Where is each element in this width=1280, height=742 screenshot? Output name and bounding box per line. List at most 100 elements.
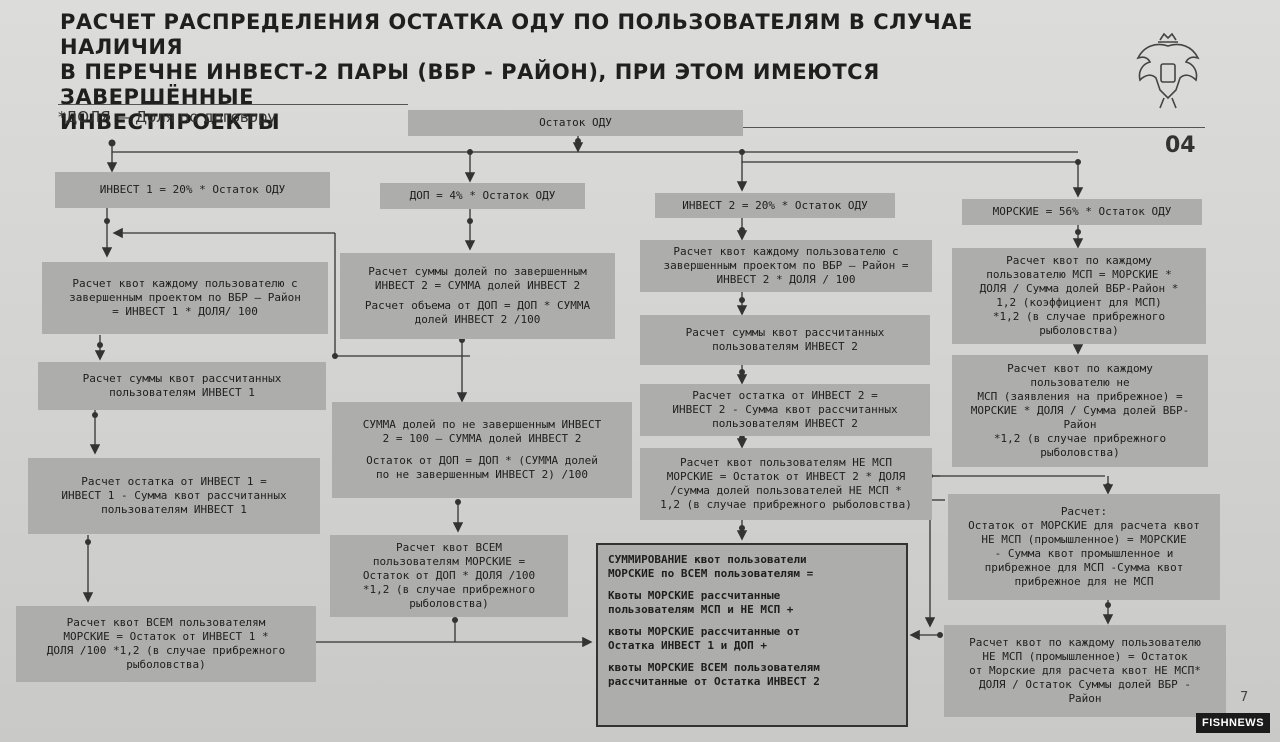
box-line: Расчет объема от ДОП = ДОП * СУММА bbox=[364, 299, 591, 312]
box-line: пользователям МОРСКИЕ = bbox=[372, 555, 526, 568]
box-line: 1,2 (коэффициент для МСП) bbox=[996, 296, 1162, 309]
box-line: ДОП = 4% * Остаток ОДУ bbox=[409, 189, 556, 202]
box-line: завершенным проектом по ВБР – Район bbox=[69, 291, 301, 304]
invest2-rest-box: Расчет остатка от ИНВЕСТ 2 = ИНВЕСТ 2 - … bbox=[640, 384, 930, 436]
box-line: от Морские для расчета квот НЕ МСП* bbox=[969, 664, 1201, 677]
box-line: МОРСКИЕ = Остаток от ИНВЕСТ 1 * bbox=[63, 630, 269, 643]
dop-sum-box: Расчет суммы долей по завершенным ИНВЕСТ… bbox=[340, 253, 615, 339]
box-line: пользователю МСП = МОРСКИЕ * bbox=[986, 268, 1172, 281]
title-underline bbox=[58, 104, 408, 105]
box-line: НЕ МСП (промышленное) = Остаток bbox=[982, 650, 1188, 663]
box-line: рыболовства) bbox=[409, 597, 489, 610]
box-line: пользователям ИНВЕСТ 2 bbox=[712, 417, 858, 430]
box-line: = ИНВЕСТ 1 * ДОЛЯ/ 100 bbox=[112, 305, 258, 318]
box-line: пользователям ИНВЕСТ 1 bbox=[101, 503, 247, 516]
invest1-sum-box: Расчет суммы квот рассчитанных пользоват… bbox=[38, 362, 326, 410]
box-line: МОРСКИЕ * ДОЛЯ / Сумма долей ВБР- bbox=[970, 404, 1190, 417]
coat-of-arms-icon bbox=[1136, 32, 1200, 109]
morskie-rest-box: Расчет: Остаток от МОРСКИЕ для расчета к… bbox=[948, 494, 1220, 600]
box-line: рыболовства) bbox=[1039, 324, 1119, 337]
box-line: ИНВЕСТ 2 = СУММА долей ИНВЕСТ 2 bbox=[374, 279, 581, 292]
morskie-box: МОРСКИЕ = 56% * Остаток ОДУ bbox=[962, 199, 1202, 225]
box-line: Расчет квот по каждому bbox=[1007, 362, 1153, 375]
box-line: Расчет квот по каждому bbox=[1006, 254, 1152, 267]
box-line: Расчет суммы квот рассчитанных bbox=[82, 372, 282, 385]
box-line: Расчет остатка от ИНВЕСТ 2 = bbox=[692, 389, 878, 402]
summary-paragraph: квоты МОРСКИЕ рассчитанные от Остатка ИН… bbox=[608, 625, 896, 653]
box-line: ИНВЕСТ 1 - Сумма квот рассчитанных bbox=[61, 489, 287, 502]
box-line: Район bbox=[1063, 418, 1097, 431]
title-line: В ПЕРЕЧНЕ ИНВЕСТ-2 ПАРЫ (ВБР - РАЙОН), П… bbox=[60, 60, 880, 109]
root-box: Остаток ОДУ bbox=[408, 110, 743, 136]
invest2-sum-box: Расчет суммы квот рассчитанных пользоват… bbox=[640, 315, 930, 365]
box-line: Остаток от МОРСКИЕ для расчета квот bbox=[968, 519, 1200, 532]
page-number: 04 bbox=[1165, 133, 1196, 158]
box-line: ИНВЕСТ 2 * ДОЛЯ / 100 bbox=[716, 273, 856, 286]
box-line: Расчет квот по каждому пользователю bbox=[969, 636, 1201, 649]
morskie-msp-box: Расчет квот по каждому пользователю МСП … bbox=[952, 248, 1206, 344]
box-line: 2 = 100 – СУММА долей ИНВЕСТ 2 bbox=[382, 432, 582, 445]
summary-line: рассчитанные от Остатка ИНВЕСТ 2 bbox=[608, 675, 820, 688]
box-line: НЕ МСП (промышленное) = МОРСКИЕ bbox=[981, 533, 1187, 546]
summary-line: МОРСКИЕ по ВСЕМ пользователям = bbox=[608, 567, 814, 580]
box-line: Остаток от ДОП = ДОП * (СУММА долей bbox=[366, 454, 598, 467]
summary-paragraph: Квоты МОРСКИЕ рассчитанные пользователям… bbox=[608, 589, 896, 617]
morskie-not-msp-coastal-box: Расчет квот по каждому пользователю не М… bbox=[952, 355, 1208, 467]
slide-number: 7 bbox=[1240, 690, 1249, 705]
invest2-not-msp-box: Расчет квот пользователям НЕ МСП МОРСКИЕ… bbox=[640, 448, 932, 520]
box-line: *1,2 (в случае прибрежного bbox=[362, 583, 536, 596]
header-rule bbox=[600, 127, 1205, 128]
box-line: Расчет квот ВСЕМ пользователям bbox=[66, 616, 266, 629]
summary-line: пользователям МСП и НЕ МСП + bbox=[608, 603, 794, 616]
invest2-box: ИНВЕСТ 2 = 20% * Остаток ОДУ bbox=[655, 193, 895, 218]
box-line: ИНВЕСТ 1 = 20% * Остаток ОДУ bbox=[99, 183, 286, 196]
summary-line: квоты МОРСКИЕ ВСЕМ пользователям bbox=[608, 661, 820, 674]
box-line: прибрежное для МСП -Сумма квот bbox=[984, 561, 1184, 574]
box-line: 1,2 (в случае прибрежного рыболовства) bbox=[660, 498, 912, 511]
box-line: по не завершенным ИНВЕСТ 2) /100 bbox=[376, 468, 588, 481]
box-line: Остаток от ДОП * ДОЛЯ /100 bbox=[362, 569, 536, 582]
box-line: Расчет квот каждому пользователю с bbox=[673, 245, 899, 258]
box-line: рыболовства) bbox=[126, 658, 206, 671]
invest2-quota-box: Расчет квот каждому пользователю с завер… bbox=[640, 240, 932, 292]
dop-box: ДОП = 4% * Остаток ОДУ bbox=[380, 183, 585, 209]
box-line: Расчет суммы квот рассчитанных bbox=[685, 326, 885, 339]
box-line: ДОЛЯ /100 *1,2 (в случае прибрежного bbox=[46, 644, 286, 657]
box-line: долей ИНВЕСТ 2 /100 bbox=[414, 313, 541, 326]
box-line: ДОЛЯ / Остаток Суммы долей ВБР - bbox=[979, 678, 1191, 691]
box-line: *1,2 (в случае прибрежного bbox=[993, 432, 1167, 445]
box-line: Расчет остатка от ИНВЕСТ 1 = bbox=[81, 475, 267, 488]
footnote: *ДОЛЯ — Доля по договору bbox=[58, 108, 277, 126]
box-line: рыболовства) bbox=[1040, 446, 1120, 459]
box-line: Остаток ОДУ bbox=[539, 116, 612, 129]
box-line: пользователю не bbox=[1030, 376, 1130, 389]
summary-paragraph: СУММИРОВАНИЕ квот пользователи МОРСКИЕ п… bbox=[608, 553, 896, 581]
box-line: /сумма долей пользователей НЕ МСП * bbox=[670, 484, 902, 497]
box-line: пользователям ИНВЕСТ 2 bbox=[712, 340, 858, 353]
invest1-rest-box: Расчет остатка от ИНВЕСТ 1 = ИНВЕСТ 1 - … bbox=[28, 458, 320, 534]
fishnews-logo: FISHNEWS bbox=[1196, 713, 1270, 733]
box-line: ДОЛЯ / Сумма долей ВБР-Район * bbox=[979, 282, 1179, 295]
box-line: завершенным проектом по ВБР – Район = bbox=[663, 259, 909, 272]
summary-line: Остатка ИНВЕСТ 1 и ДОП + bbox=[608, 639, 767, 652]
title-line: ИНВЕСТПРОЕКТЫ bbox=[60, 110, 281, 134]
summary-line: квоты МОРСКИЕ рассчитанные от bbox=[608, 625, 801, 638]
box-line: Расчет: bbox=[1060, 505, 1108, 518]
summary-paragraph: квоты МОРСКИЕ ВСЕМ пользователям рассчит… bbox=[608, 661, 896, 689]
invest1-box: ИНВЕСТ 1 = 20% * Остаток ОДУ bbox=[55, 172, 330, 208]
invest1-all-users-box: Расчет квот ВСЕМ пользователям МОРСКИЕ =… bbox=[16, 606, 316, 682]
box-line: *1,2 (в случае прибрежного bbox=[992, 310, 1166, 323]
box-line: - Сумма квот промышленное и bbox=[994, 547, 1174, 560]
box-line: прибрежное для не МСП bbox=[1014, 575, 1154, 588]
box-line: пользователям ИНВЕСТ 1 bbox=[109, 386, 255, 399]
morskie-not-msp-industrial-box: Расчет квот по каждому пользователю НЕ М… bbox=[944, 625, 1226, 717]
box-line: Расчет квот ВСЕМ bbox=[396, 541, 502, 554]
summary-line: Квоты МОРСКИЕ рассчитанные bbox=[608, 589, 781, 602]
box-line: Район bbox=[1068, 692, 1102, 705]
invest1-quota-box: Расчет квот каждому пользователю с завер… bbox=[42, 262, 328, 334]
box-line: Расчет квот каждому пользователю с bbox=[72, 277, 298, 290]
summary-line: СУММИРОВАНИЕ квот пользователи bbox=[608, 553, 807, 566]
slide-title: РАСЧЕТ РАСПРЕДЕЛЕНИЯ ОСТАТКА ОДУ ПО ПОЛЬ… bbox=[60, 10, 1060, 135]
